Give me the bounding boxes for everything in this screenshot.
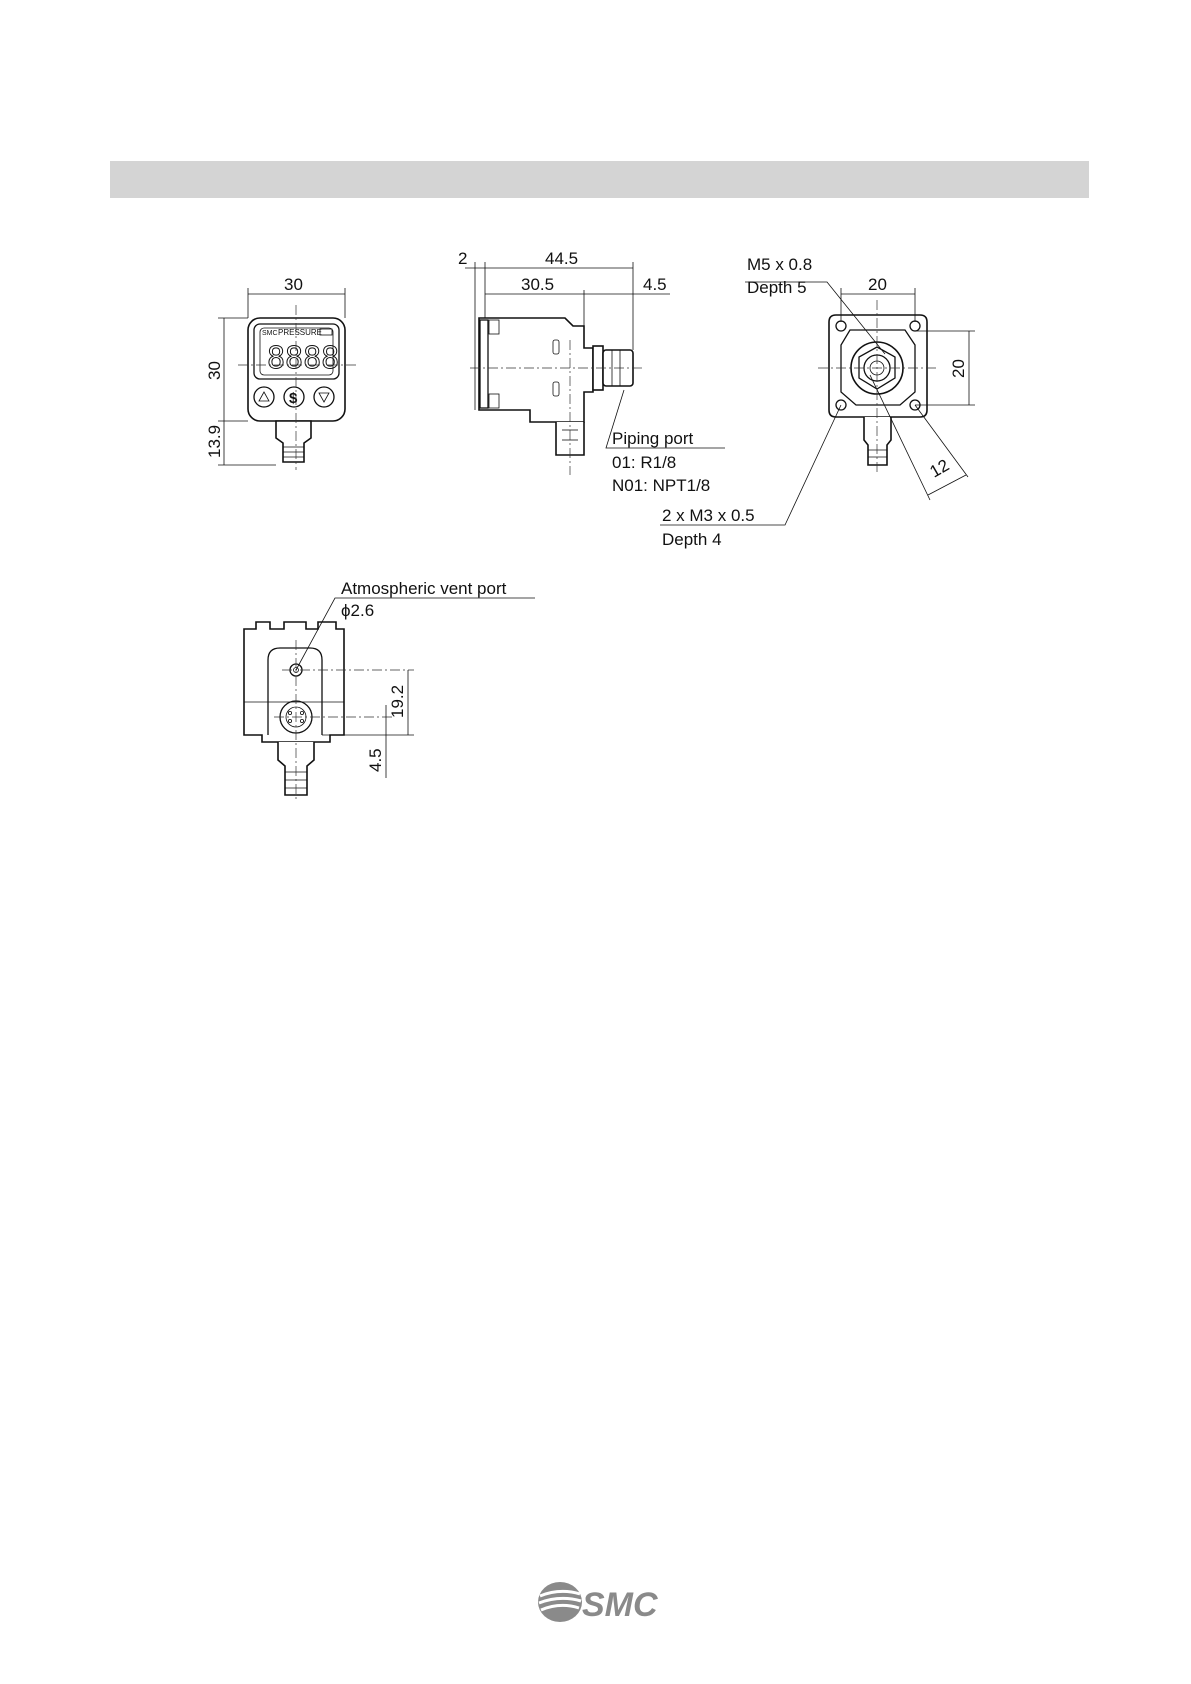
front-connector-dim: 13.9 (205, 425, 224, 458)
vent-port-label: Atmospheric vent port (341, 579, 507, 598)
display-label: PRESSURE (278, 328, 322, 337)
vent-diameter: ϕ2.6 (341, 601, 374, 620)
mount-depth: Depth 4 (662, 530, 722, 549)
bottom-view: 19.2 4.5 Atmospheric vent port ϕ2.6 (244, 579, 535, 800)
rear-width-dim: 20 (868, 275, 887, 294)
bottom-height-dim: 19.2 (388, 685, 407, 718)
side-a-dim: 2 (458, 249, 467, 268)
piping-port-option1: 01: R1/8 (612, 453, 676, 472)
display-digits: 8888 (267, 341, 339, 376)
rear-height-dim: 20 (949, 359, 968, 378)
side-body-dim: 30.5 (521, 275, 554, 294)
svg-text:SMC: SMC (262, 330, 278, 337)
rear-thread-depth: Depth 5 (747, 278, 807, 297)
piping-port-option2: N01: NPT1/8 (612, 476, 710, 495)
rear-diag-dim: 12 (927, 456, 953, 482)
front-height-dim: 30 (205, 361, 224, 380)
rear-view: 20 20 12 M5 x 0.8 Depth 5 2 x M3 x 0.5 D… (660, 255, 975, 549)
rear-thread-label: M5 x 0.8 (747, 255, 812, 274)
smc-logo: SMC (536, 1580, 666, 1624)
svg-text:$: $ (289, 390, 298, 407)
piping-port-title: Piping port (612, 429, 694, 448)
smc-logo-mark-icon (538, 1582, 582, 1622)
front-width-dim: 30 (284, 275, 303, 294)
smc-logo-text: SMC (582, 1586, 658, 1624)
bottom-offset-dim: 4.5 (366, 748, 385, 772)
front-view: SMC PRESSURE 8888 $ 30 30 13.9 (205, 275, 356, 470)
side-port-dim: 4.5 (643, 275, 667, 294)
side-overall-dim: 44.5 (545, 249, 578, 268)
mount-thread: 2 x M3 x 0.5 (662, 506, 755, 525)
side-view: 2 44.5 30.5 4.5 Piping port 01: R1/8 N01… (458, 249, 725, 495)
